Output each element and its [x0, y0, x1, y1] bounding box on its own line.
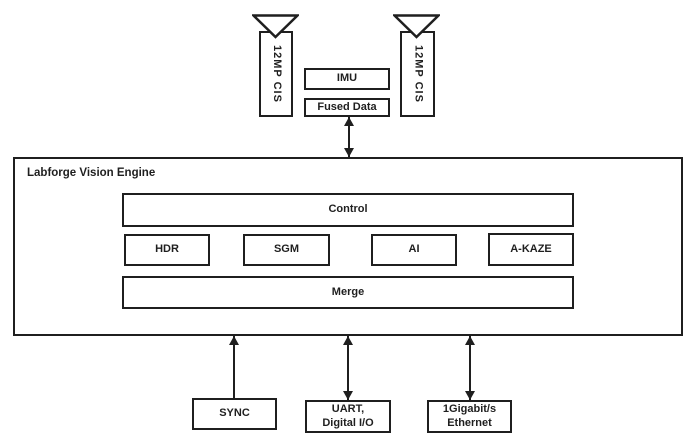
imu-box: IMU: [304, 68, 390, 90]
arrow-shaft: [347, 336, 349, 400]
vision-engine-box: Labforge Vision Engine: [13, 157, 683, 336]
camera-sensor-left: 12MP CIS: [259, 31, 293, 117]
arrowhead-down-icon: [465, 391, 475, 400]
arrow-shaft: [348, 117, 350, 157]
fused-data-box: Fused Data: [304, 98, 390, 117]
camera-lens-icon-right: [391, 14, 442, 39]
arrow-fused-data-engine: [344, 117, 354, 157]
camera-lens-icon-left: [250, 14, 301, 39]
arrowhead-up-icon: [344, 117, 354, 126]
uart-digital-io-label: UART, Digital I/O: [322, 402, 374, 429]
arrow-uart-engine: [343, 336, 353, 400]
gigabit-ethernet-box: 1Gigabit/s Ethernet: [427, 400, 512, 433]
module-ai-label: AI: [408, 243, 420, 256]
arrowhead-down-icon: [344, 148, 354, 157]
arrow-ethernet-engine: [465, 336, 475, 400]
sync-label: SYNC: [219, 407, 250, 420]
module-sgm-label: SGM: [273, 243, 300, 256]
arrow-shaft: [233, 336, 235, 398]
sync-box: SYNC: [192, 398, 277, 430]
camera-sensor-right: 12MP CIS: [400, 31, 435, 117]
camera-sensor-right-label: 12MP CIS: [412, 45, 425, 103]
module-box-ai: AI: [371, 234, 457, 266]
merge-label: Merge: [331, 285, 365, 298]
module-hdr-label: HDR: [155, 243, 179, 256]
module-akaze-label: A-KAZE: [510, 242, 552, 255]
vision-engine-title: Labforge Vision Engine: [27, 167, 156, 179]
uart-digital-io-box: UART, Digital I/O: [305, 400, 391, 433]
arrowhead-down-icon: [343, 391, 353, 400]
module-box-akaze: A-KAZE: [488, 233, 574, 266]
arrowhead-up-icon: [343, 336, 353, 345]
module-box-hdr: HDR: [124, 234, 210, 266]
camera-sensor-left-label: 12MP CIS: [270, 45, 283, 103]
imu-label: IMU: [336, 72, 358, 85]
control-label: Control: [328, 203, 368, 216]
arrow-shaft: [469, 336, 471, 400]
fused-data-label: Fused Data: [317, 100, 377, 113]
arrowhead-up-icon: [229, 336, 239, 345]
arrowhead-up-icon: [465, 336, 475, 345]
module-box-sgm: SGM: [243, 234, 330, 266]
control-box: Control: [122, 193, 574, 227]
arrow-sync-engine: [229, 336, 239, 398]
gigabit-ethernet-label: 1Gigabit/s Ethernet: [442, 402, 497, 429]
merge-box: Merge: [122, 276, 574, 309]
